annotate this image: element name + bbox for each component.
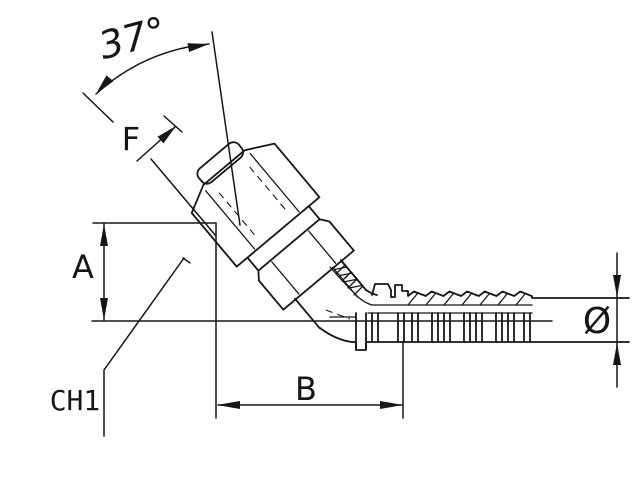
swivel-nut-assembly <box>190 141 367 330</box>
hose-tail <box>351 283 630 351</box>
arc-arrowhead-left <box>96 75 114 94</box>
f-extension-line-lower <box>150 158 217 237</box>
elbow-band-outer <box>340 260 367 291</box>
diameter-label: Ø <box>583 301 611 342</box>
fitting-outline <box>190 141 630 351</box>
angle-label: 37° <box>94 8 170 68</box>
hose-stop-collar <box>355 312 367 351</box>
flare-angle-tick-line <box>82 92 114 123</box>
tube-serration-band <box>331 266 363 298</box>
ch1-leader-line <box>103 257 185 437</box>
dim-diameter: Ø <box>583 252 621 388</box>
a-arrowhead-bottom <box>100 298 108 320</box>
dim-height-A: A <box>72 222 217 321</box>
ch1-chamfer-mark <box>182 257 191 264</box>
dim-length-B: B <box>215 222 404 419</box>
hose-tail-band-ticks <box>407 293 526 306</box>
dia-arrowhead-bottom <box>613 343 621 365</box>
nut-thread-hidden-lines <box>215 162 286 236</box>
dim-flare-angle: 37° <box>82 8 241 226</box>
arc-arrowhead-right <box>187 43 209 52</box>
flare-cone-reference-line <box>211 31 241 226</box>
length-label: B <box>295 370 317 408</box>
hex-body-facet-lines <box>271 230 337 295</box>
thread-label: F <box>122 120 140 158</box>
collar-outline <box>246 205 321 272</box>
nut-facet-lines <box>205 152 300 250</box>
hose-tail-bottom-edge <box>351 341 630 351</box>
nut-end-cap <box>196 141 244 185</box>
f-extension-line-upper <box>163 115 183 133</box>
chamfer-label: CH1 <box>50 384 101 417</box>
elbow-bend <box>319 260 378 343</box>
hose-tail-top-profile <box>371 283 630 299</box>
elbow-bore-hidden-line <box>325 309 351 320</box>
nut-outline <box>190 142 321 268</box>
f-arrowhead <box>157 126 176 144</box>
a-arrowhead-top <box>100 224 108 246</box>
label-chamfer-CH1: CH1 <box>50 257 191 437</box>
dia-arrowhead-top <box>613 275 621 297</box>
elbow-outer-curve <box>319 327 353 343</box>
height-label: A <box>72 248 94 286</box>
elbow-band-ticks <box>335 264 364 296</box>
barb-ribs <box>371 312 531 343</box>
b-arrowhead-right <box>380 401 403 409</box>
elbow-band-inner <box>329 266 373 306</box>
dim-thread-F: F <box>122 115 217 237</box>
b-arrowhead-left <box>217 401 240 409</box>
